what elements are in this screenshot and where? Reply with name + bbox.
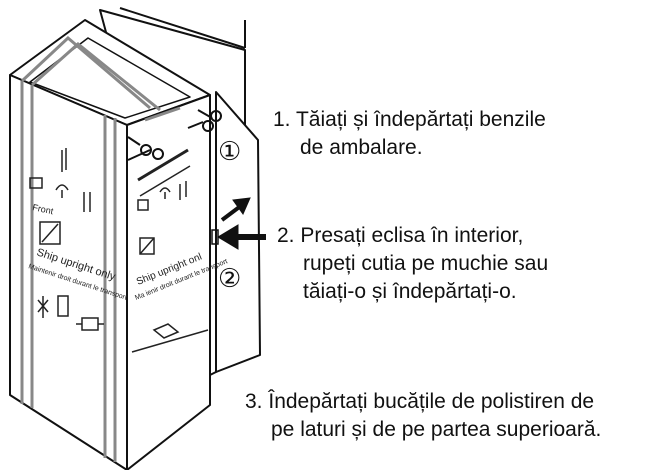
step-3-number: 3.: [245, 390, 263, 413]
arrow-icon: [220, 197, 251, 222]
callout-2: ②: [218, 264, 241, 294]
step-3-text-line1: Îndepărtați bucățile de polistiren de: [268, 390, 595, 413]
side-pictograms: [131, 148, 209, 353]
step-2-number: 2.: [277, 224, 295, 247]
arrow-icon: [217, 224, 266, 250]
step-2-text-line3: tăiați-o și îndepărtați-o.: [303, 280, 517, 303]
packing-straps: [20, 35, 181, 462]
front-label: Front: [32, 202, 55, 216]
carton-box: [9, 19, 211, 470]
step-3: 3. Îndepărtați bucățile de polistiren de…: [245, 388, 601, 444]
scissors-icon: [127, 136, 164, 161]
callout-1: ①: [218, 137, 241, 167]
step-3-text-line2: pe laturi și de pe partea superioară.: [271, 418, 602, 441]
step-1-number: 1.: [273, 108, 291, 131]
front-pictograms: [29, 148, 104, 331]
scissors-icon: [187, 109, 222, 132]
step-1-text-line2: de ambalare.: [300, 136, 423, 159]
step-2-text-line2: rupeți cutia pe muchie sau: [303, 252, 549, 275]
step-1-text-line1: Tăiați și îndepărtați benzile: [295, 108, 546, 131]
step-2-text-line1: Presați eclisa în interior,: [300, 224, 524, 247]
step-2: 2. Presați eclisa în interior, rupeți cu…: [277, 222, 548, 306]
step-1: 1. Tăiați și îndepărtați benzile de amba…: [273, 106, 546, 162]
tab-latch: [211, 229, 219, 245]
